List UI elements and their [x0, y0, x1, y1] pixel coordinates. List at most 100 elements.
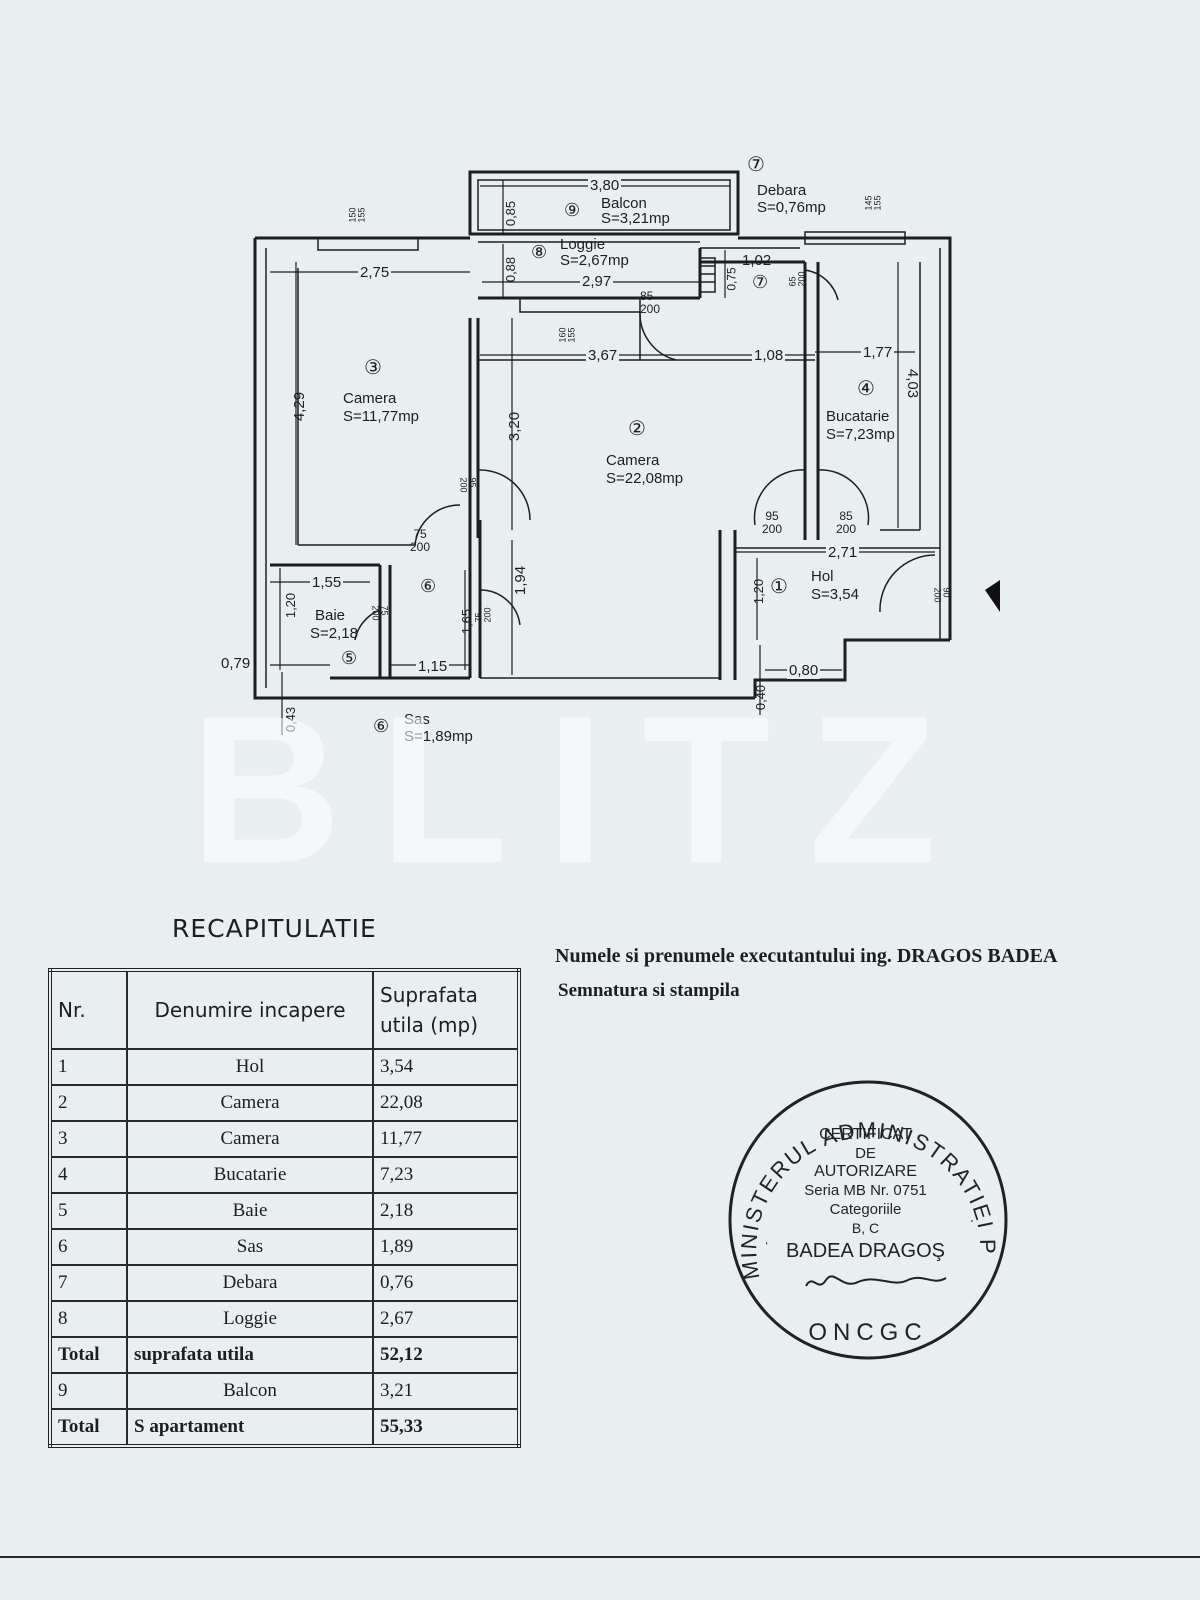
room-area-camera-3: S=11,77mp	[343, 408, 420, 425]
cell-nr: 4	[49, 1156, 128, 1194]
watermark-logo: BLITZ	[190, 672, 975, 907]
dim-177: 1,77	[861, 344, 895, 361]
room-name-camera-3: Camera	[343, 390, 397, 407]
stamp-line-2: DE	[855, 1145, 876, 1162]
room-area-loggie: S=2,67mp	[560, 252, 629, 269]
stamp-line-3: AUTORIZARE	[814, 1163, 917, 1180]
cell-name: Camera	[126, 1084, 374, 1122]
room-number-3: ③	[364, 357, 382, 379]
opening-75-200-b: 75 200	[370, 605, 390, 621]
cell-nr: 2	[49, 1084, 128, 1122]
dim-balcon-width: 3,80	[588, 177, 622, 194]
cell-total-area: 55,33	[372, 1408, 520, 1447]
dim-loggie-width: 2,97	[580, 273, 614, 290]
room-number-5: ⑤	[341, 648, 358, 668]
room-name-camera-2: Camera	[606, 452, 660, 469]
room-area-hol: S=3,54	[811, 586, 859, 603]
room-area-bucatarie: S=7,23mp	[826, 426, 895, 443]
cell-total-name: S apartament	[126, 1408, 374, 1447]
stamp-bottom-text: ONCGC	[808, 1319, 927, 1346]
dim-108: 1,08	[752, 347, 786, 364]
room-number-6-label: ⑥	[373, 716, 390, 736]
room-number-6: ⑥	[420, 576, 437, 596]
dim-cam2-height: 3,20	[506, 411, 524, 442]
dim-194: 1,94	[512, 565, 530, 596]
cell-nr: 3	[49, 1120, 128, 1158]
room-number-4: ④	[857, 378, 875, 400]
header-nr: Nr.	[49, 969, 128, 1050]
dim-debara-height: 0,75	[724, 267, 739, 291]
authorization-stamp: MINISTERUL ADMINISTRATIEI PUBLICE ONCGC …	[709, 1048, 1013, 1368]
stamp-line-7: BADEA DRAGOŞ	[786, 1240, 945, 1262]
opening-85-200-b: 85 200	[836, 509, 857, 536]
dim-271: 2,71	[826, 544, 860, 561]
cell-name: Debara	[126, 1264, 374, 1302]
dim-debara-width: 1,02	[742, 252, 772, 269]
room-name-loggie: Loggie	[560, 236, 606, 253]
dim-115: 1,15	[416, 658, 450, 675]
opening-90-200: 90 200	[932, 587, 952, 603]
cell-nr: 1	[49, 1048, 128, 1086]
plan-labels: 3,80 ⑨ Balcon S=3,21mp 0,85 ⑦ Debara S=0…	[0, 0, 1200, 760]
plan-walls	[253, 170, 952, 700]
cell-name: Loggie	[126, 1300, 374, 1338]
cell-nr: 7	[49, 1264, 128, 1302]
room-number-2: ②	[628, 418, 646, 440]
opening-75-200-a: 75 200	[410, 527, 431, 554]
cell-area: 1,89	[372, 1228, 520, 1266]
cell-name: Camera	[126, 1120, 374, 1158]
opening-95-200-a: 95 200	[458, 477, 478, 493]
cell-name: Baie	[126, 1192, 374, 1230]
stamp-line-6: B, C	[851, 1220, 880, 1236]
dim-balcon-height: 0,85	[503, 200, 519, 227]
dim-cam2-width: 3,67	[586, 347, 620, 364]
cell-area: 2,18	[372, 1192, 520, 1230]
cell-area: 3,21	[372, 1372, 520, 1410]
cell-total-area: 52,12	[372, 1336, 520, 1374]
dim-120: 1,20	[283, 592, 299, 619]
room-name-sas: Sas	[404, 711, 430, 728]
entrance-arrow	[985, 580, 1000, 612]
executant-name: Numele si prenumele executantului ing. D…	[555, 945, 1058, 967]
stamp-line-1: CERTIFICAT	[819, 1126, 912, 1143]
dim-080: 0,80	[787, 662, 821, 679]
opening-85-200-a: 85 200	[640, 289, 661, 316]
signature-label: Semnatura si stampila	[558, 980, 740, 1001]
opening-65-200: 65 200	[787, 271, 807, 287]
room-number-9: ⑨	[564, 200, 581, 220]
room-area-debara: S=0,76mp	[757, 199, 826, 216]
room-area-baie: S=2,18	[310, 625, 358, 642]
plan-doors	[354, 257, 936, 641]
room-area-balcon: S=3,21mp	[601, 210, 670, 227]
cell-name: Hol	[126, 1048, 374, 1086]
dim-loggie-height: 0,88	[503, 256, 519, 283]
opening-145-155: 145 155	[863, 195, 883, 211]
room-name-debara: Debara	[757, 182, 807, 199]
cell-nr: 6	[49, 1228, 128, 1266]
recap-title: RECAPITULATIE	[172, 914, 377, 943]
dim-cam3-height: 4,29	[291, 391, 309, 422]
room-number-8: ⑧	[531, 242, 548, 262]
dim-hol-height: 1,20	[751, 578, 767, 605]
room-area-camera-2: S=22,08mp	[606, 470, 684, 487]
opening-75-200-c: 75 200	[473, 607, 493, 623]
cell-total-label: Total	[49, 1336, 128, 1374]
stamp-line-4: Seria MB Nr. 0751	[804, 1182, 927, 1199]
opening-160-155: 160 155	[557, 327, 577, 343]
dim-155: 1,55	[310, 574, 344, 591]
cell-area: 0,76	[372, 1264, 520, 1302]
cell-area: 2,67	[372, 1300, 520, 1338]
dim-079: 0,79	[221, 655, 251, 672]
room-number-1: ①	[770, 576, 788, 598]
